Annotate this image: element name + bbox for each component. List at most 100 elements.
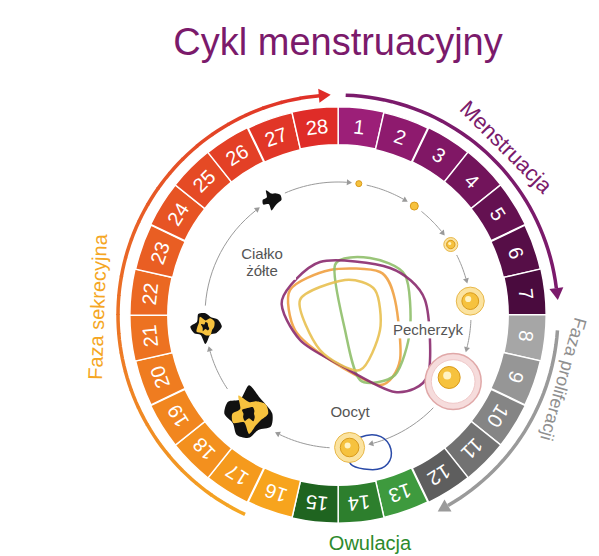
day-segment: 25 bbox=[184, 161, 224, 201]
day-segment: 28 bbox=[297, 107, 337, 147]
cycle-stage bbox=[456, 287, 484, 315]
part-label: Ciałko żółte bbox=[228, 245, 296, 280]
arrow-head bbox=[318, 89, 330, 103]
day-number: 28 bbox=[305, 116, 329, 138]
secretory-arc bbox=[147, 424, 158, 441]
day-segment: 3 bbox=[419, 135, 459, 175]
secretory-arc bbox=[182, 470, 197, 484]
secretory-arc bbox=[245, 108, 264, 116]
phase-label: Owulacja bbox=[329, 532, 411, 555]
day-segment: 1 bbox=[339, 107, 379, 147]
segment-fill bbox=[248, 112, 300, 162]
segment-fill bbox=[376, 468, 428, 518]
day-segment: 16 bbox=[256, 473, 296, 513]
cycle-arrow-head bbox=[275, 432, 281, 437]
day-segment: 20 bbox=[140, 357, 180, 397]
secretory-arc bbox=[211, 495, 228, 506]
secretory-arc bbox=[125, 371, 131, 390]
cycle-arrow bbox=[280, 434, 330, 447]
secretory-arc bbox=[157, 440, 169, 456]
secretory-arc bbox=[131, 389, 139, 408]
cycle-stage bbox=[224, 385, 272, 438]
arrow-head bbox=[438, 499, 452, 511]
secretory-arc bbox=[138, 407, 147, 425]
day-segment: 5 bbox=[478, 194, 518, 234]
secretory-arc bbox=[125, 239, 131, 258]
cycle-arrow-head bbox=[464, 347, 470, 353]
day-number: 14 bbox=[347, 492, 371, 514]
day-segment: 13 bbox=[380, 473, 420, 513]
segment-fill bbox=[135, 353, 185, 405]
day-segment: 12 bbox=[419, 455, 459, 495]
secretory-arc bbox=[263, 102, 282, 108]
secretory-arc bbox=[119, 276, 122, 296]
cycle-stage bbox=[410, 202, 418, 210]
day-segment: 4 bbox=[452, 161, 492, 201]
cycle-arrow-head bbox=[439, 230, 445, 236]
cycle-arrow-head bbox=[368, 440, 374, 446]
secretory-arc bbox=[116, 295, 120, 315]
cycle-arrow bbox=[285, 182, 347, 193]
hormone-curve bbox=[300, 280, 381, 371]
day-segment: 15 bbox=[297, 483, 337, 523]
day-segment: 23 bbox=[140, 233, 180, 273]
day-segment: 2 bbox=[380, 117, 420, 157]
cycle-arrow bbox=[421, 211, 441, 231]
secretory-arc bbox=[281, 98, 301, 102]
part-label: Oocyt bbox=[328, 403, 371, 420]
secretory-arc bbox=[158, 173, 170, 189]
segment-fill bbox=[338, 481, 384, 523]
secretory-arc bbox=[116, 314, 120, 334]
hormone-curve bbox=[334, 257, 410, 383]
cycle-stage bbox=[425, 354, 481, 410]
secretory-arc bbox=[121, 257, 125, 277]
cycle-arrow-head bbox=[402, 197, 408, 202]
secretory-arc bbox=[212, 124, 229, 135]
segment-fill bbox=[504, 269, 546, 315]
segment-fill bbox=[491, 225, 541, 277]
day-segment: 9 bbox=[496, 357, 536, 397]
segment-fill bbox=[292, 107, 338, 149]
cycle-stage bbox=[262, 190, 281, 210]
secretory-arc bbox=[147, 188, 158, 205]
day-segment: 11 bbox=[452, 429, 492, 469]
secretory-arc bbox=[169, 159, 183, 174]
day-segment: 14 bbox=[339, 483, 379, 523]
part-label: Pecherzyk bbox=[391, 321, 465, 338]
cycle-arrow bbox=[210, 351, 227, 389]
day-segment: 6 bbox=[496, 233, 536, 273]
cycle-stage bbox=[356, 181, 362, 187]
day-segment: 8 bbox=[506, 316, 546, 356]
cycle-arrow-head bbox=[463, 278, 469, 284]
day-segment: 18 bbox=[184, 429, 224, 469]
secretory-arc bbox=[300, 96, 320, 99]
day-segment: 24 bbox=[158, 194, 198, 234]
day-number: 15 bbox=[305, 492, 329, 514]
cycle-stage bbox=[335, 432, 392, 469]
day-segment: 26 bbox=[217, 135, 257, 175]
day-segment: 21 bbox=[130, 316, 170, 356]
secretory-arc bbox=[197, 134, 213, 146]
day-segment: 27 bbox=[256, 117, 296, 157]
secretory-arc bbox=[182, 146, 197, 160]
secretory-arc bbox=[196, 483, 212, 495]
secretory-arc bbox=[227, 505, 245, 514]
day-segment: 7 bbox=[506, 274, 546, 314]
cycle-arrow-head bbox=[207, 346, 213, 352]
cycle-arrow bbox=[467, 320, 471, 347]
day-segment: 22 bbox=[130, 274, 170, 314]
cycle-stage bbox=[444, 238, 458, 252]
arrow-head bbox=[549, 287, 563, 300]
secretory-arc bbox=[228, 115, 246, 124]
cycle-arrow-head bbox=[254, 207, 260, 213]
day-number: 7 bbox=[515, 287, 536, 300]
cycle-arrow-head bbox=[347, 179, 352, 185]
diagram-title: Cykl menstruacyjny bbox=[173, 22, 502, 64]
day-segment: 19 bbox=[158, 396, 198, 436]
day-number: 22 bbox=[139, 282, 161, 306]
cycle-arrow bbox=[457, 255, 466, 279]
phase-label: Faza sekrecyjna bbox=[84, 233, 112, 379]
day-number: 21 bbox=[139, 324, 161, 348]
cycle-arrow bbox=[367, 185, 404, 199]
